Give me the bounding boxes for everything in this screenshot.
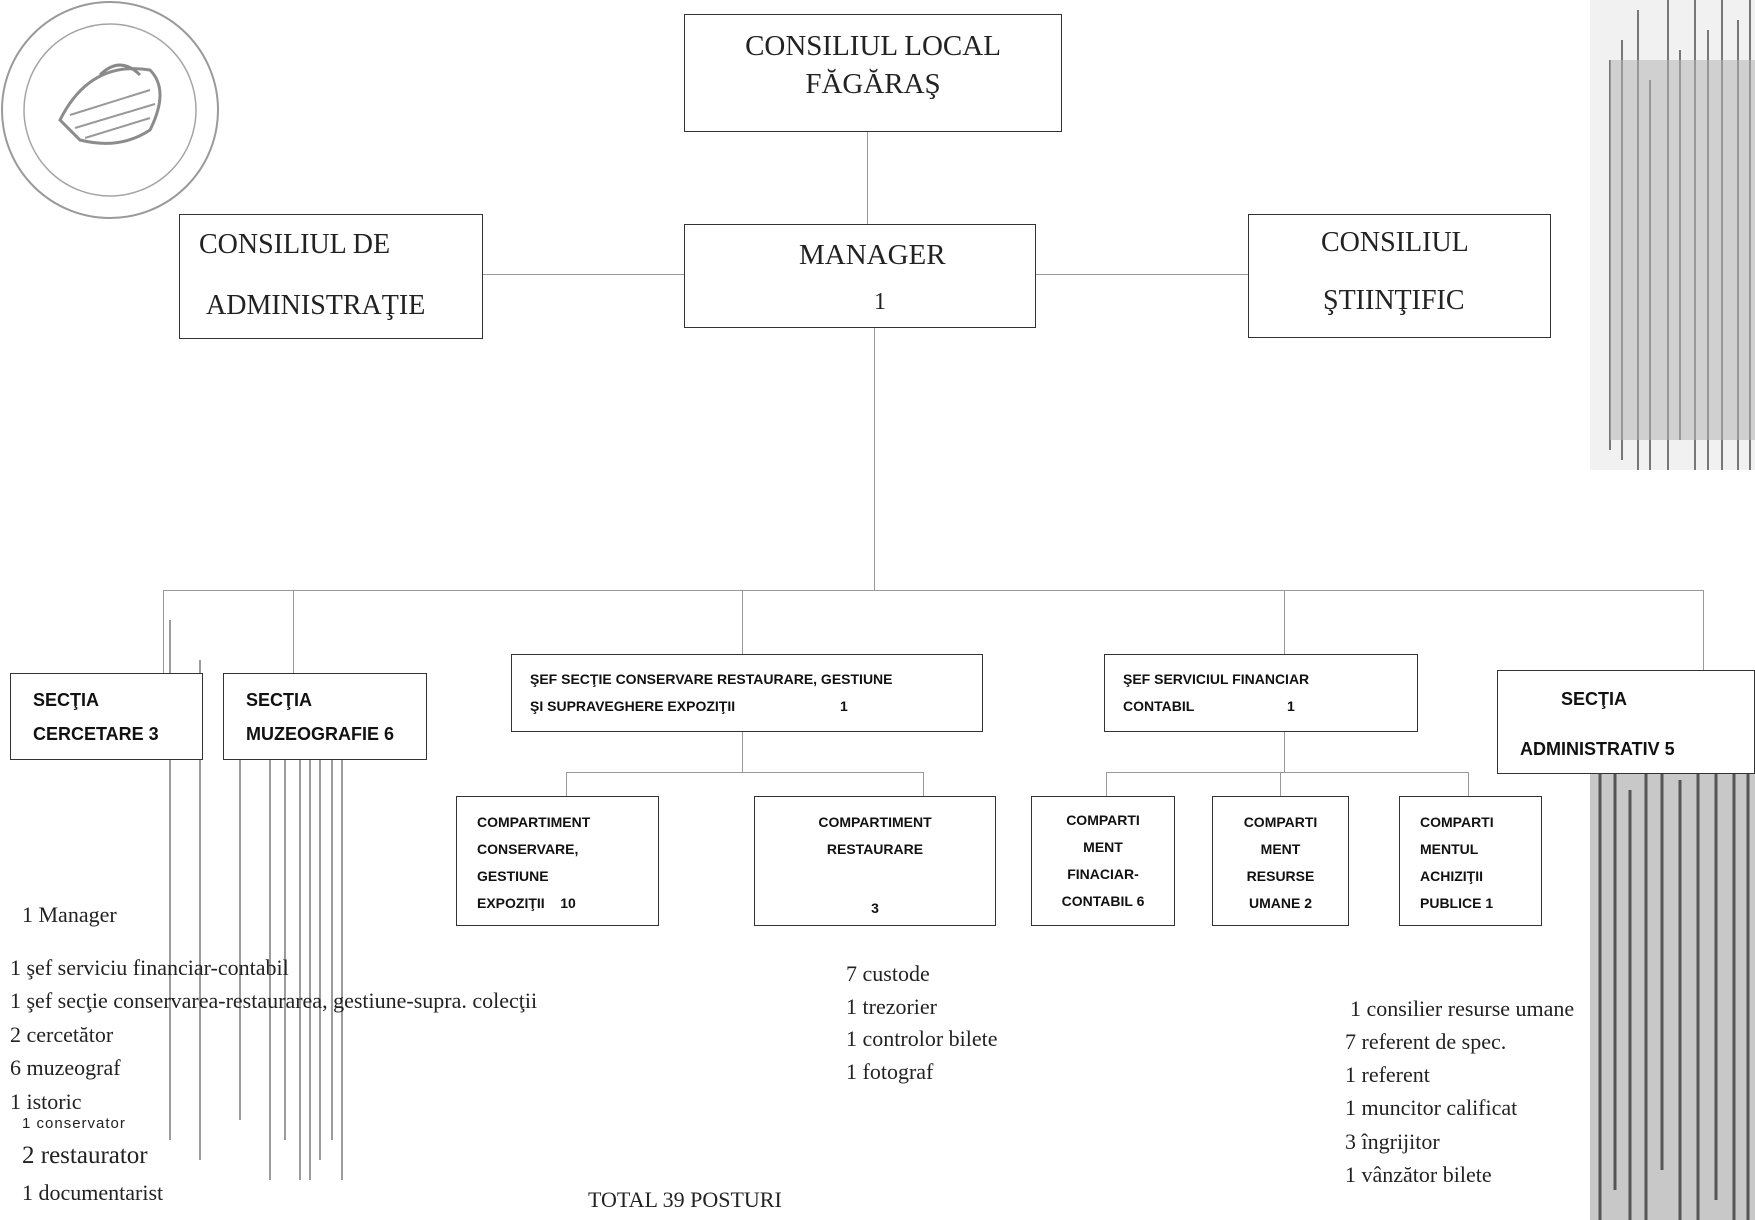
box-compartiment-financiar: COMPARTI MENT FINACIAR- CONTABIL 6 (1031, 796, 1175, 926)
middle-list-item: 1 trezorier (846, 994, 937, 1019)
right-list-item: 1 referent (1345, 1062, 1430, 1087)
comp-achizitii-line3: ACHIZIŢII (1420, 868, 1483, 884)
connector-drop-administrativ (1703, 590, 1704, 670)
connector-drop-sef-serviciul (1284, 590, 1285, 654)
sef-sectie-line2: ŞI SUPRAVEGHERE EXPOZIŢII (530, 698, 736, 714)
museum-stamp-seal (1, 1, 219, 219)
connector-drop-conservare (566, 772, 567, 796)
left-list-item: 1 conservator (22, 1115, 126, 1132)
comp-conservare-count: 10 (560, 895, 576, 911)
consiliul-administratie-line1: CONSILIUL DE (199, 229, 391, 260)
left-list-item: 2 cercetător (10, 1022, 114, 1047)
consiliul-local-line1: CONSILIUL LOCAL (745, 30, 1001, 62)
right-list-item: 1 muncitor calificat (1345, 1095, 1518, 1120)
comp-conservare-line4: EXPOZIŢII (477, 895, 545, 911)
sectia-cercetare-line1: SECŢIA (33, 690, 100, 710)
connector-drop-sef-sectie (742, 590, 743, 654)
left-list-item: 1 şef serviciu financiar-contabil (10, 955, 289, 980)
connector-drop-resurse (1280, 772, 1281, 796)
sectia-muzeografie-line1: SECŢIA (246, 690, 313, 710)
comp-financiar-line1: COMPARTI (1066, 812, 1140, 828)
connector-right-council (1034, 274, 1248, 275)
comp-financiar-line3: FINACIAR- (1067, 866, 1139, 882)
middle-list-item: 1 controlor bilete (846, 1026, 998, 1051)
comp-financiar-line2: MENT (1083, 839, 1123, 855)
comp-conservare-line2: CONSERVARE, (477, 841, 579, 857)
box-compartiment-achizitii: COMPARTI MENTUL ACHIZIŢII PUBLICE 1 (1399, 796, 1542, 926)
comp-financiar-line4: CONTABIL 6 (1061, 893, 1145, 909)
box-sef-sectie-conservare: ŞEF SECŢIE CONSERVARE RESTAURARE, GESTIU… (511, 654, 983, 732)
connector-drop-muzeografie (293, 590, 294, 673)
total-posts: TOTAL 39 POSTURI (588, 1187, 782, 1212)
connector-drop-achizitii (1468, 772, 1469, 796)
left-list-item: 1 istoric (10, 1089, 82, 1114)
right-list-item: 1 consilier resurse umane (1350, 996, 1575, 1021)
connector-sef-serviciul-branch (1106, 772, 1468, 773)
middle-list-item: 7 custode (846, 961, 930, 986)
connector-top-manager (867, 126, 868, 224)
comp-achizitii-line4: PUBLICE 1 (1420, 895, 1494, 911)
left-list-item: 1 şef secţie conservarea-restaurarea, ge… (10, 988, 538, 1013)
scan-noise-bottom-right (1590, 770, 1755, 1220)
comp-restaurare-count: 3 (871, 900, 879, 916)
right-list-item: 7 referent de spec. (1345, 1029, 1507, 1054)
box-manager: MANAGER 1 (684, 224, 1036, 328)
box-compartiment-conservare: COMPARTIMENT CONSERVARE, GESTIUNE EXPOZI… (456, 796, 659, 926)
manager-title: MANAGER (799, 239, 946, 271)
box-sef-serviciul-financiar: ŞEF SERVICIUL FINANCIAR CONTABIL 1 (1104, 654, 1418, 732)
comp-conservare-line3: GESTIUNE (477, 868, 549, 884)
connector-drop-cercetare (163, 590, 164, 673)
right-list-item: 1 vânzător bilete (1345, 1162, 1492, 1187)
consiliul-administratie-line2: ADMINISTRAŢIE (206, 290, 426, 321)
comp-resurse-line4: UMANE 2 (1248, 895, 1312, 911)
sef-serviciul-line2: CONTABIL (1123, 698, 1195, 714)
sef-sectie-line1: ŞEF SECŢIE CONSERVARE RESTAURARE, GESTIU… (530, 671, 893, 687)
scan-noise-right (1590, 0, 1755, 470)
left-list-item: 1 documentarist (22, 1180, 164, 1205)
comp-restaurare-line1: COMPARTIMENT (818, 814, 932, 830)
comp-conservare-line1: COMPARTIMENT (477, 814, 591, 830)
sectia-cercetare-line2: CERCETARE 3 (33, 724, 159, 744)
connector-sef-sectie-branch (566, 772, 923, 773)
connector-sef-sectie-down (742, 732, 743, 772)
sectia-muzeografie-line2: MUZEOGRAFIE 6 (246, 724, 395, 744)
connector-drop-restaurare (923, 772, 924, 796)
connector-sef-serviciul-down (1284, 732, 1285, 772)
box-compartiment-restaurare: COMPARTIMENT RESTAURARE 3 (754, 796, 996, 926)
box-sectia-administrativ: SECŢIA ADMINISTRATIV 5 (1497, 670, 1755, 774)
comp-resurse-line2: MENT (1260, 841, 1301, 857)
right-list-item: 3 îngrijitor (1345, 1129, 1440, 1154)
consiliul-local-line2: FĂGĂRAŞ (805, 68, 941, 100)
left-list-item: 2 restaurator (22, 1142, 148, 1169)
left-list-item: 1 Manager (22, 902, 117, 927)
box-consiliul-local: CONSILIUL LOCAL FĂGĂRAŞ (684, 14, 1062, 132)
connector-drop-financiar (1106, 772, 1107, 796)
comp-resurse-line1: COMPARTI (1243, 814, 1318, 830)
box-sectia-cercetare: SECŢIA CERCETARE 3 (10, 673, 203, 760)
comp-achizitii-line1: COMPARTI (1420, 814, 1494, 830)
sectia-administrativ-line2: ADMINISTRATIV 5 (1520, 739, 1675, 759)
box-consiliul-stiintific: CONSILIUL ŞTIINŢIFIC (1248, 214, 1551, 338)
sef-serviciul-count: 1 (1287, 698, 1295, 714)
box-consiliul-administratie: CONSILIUL DE ADMINISTRAŢIE (179, 214, 483, 339)
connector-left-council (481, 274, 684, 275)
consiliul-stiintific-line2: ŞTIINŢIFIC (1323, 285, 1465, 316)
box-sectia-muzeografie: SECŢIA MUZEOGRAFIE 6 (223, 673, 427, 760)
consiliul-stiintific-line1: CONSILIUL (1321, 227, 1469, 258)
connector-manager-down (874, 328, 875, 590)
box-compartiment-resurse-umane: COMPARTI MENT RESURSE UMANE 2 (1212, 796, 1349, 926)
sef-sectie-count: 1 (840, 698, 848, 714)
sectia-administrativ-line1: SECŢIA (1561, 689, 1628, 709)
left-list-item: 6 muzeograf (10, 1055, 121, 1080)
comp-resurse-line3: RESURSE (1246, 868, 1315, 884)
manager-count: 1 (874, 289, 886, 315)
middle-list-item: 1 fotograf (846, 1059, 934, 1084)
sef-serviciul-line1: ŞEF SERVICIUL FINANCIAR (1123, 671, 1310, 687)
comp-restaurare-line2: RESTAURARE (826, 841, 924, 857)
comp-achizitii-line2: MENTUL (1420, 841, 1479, 857)
connector-horizontal-bus (163, 590, 1703, 591)
